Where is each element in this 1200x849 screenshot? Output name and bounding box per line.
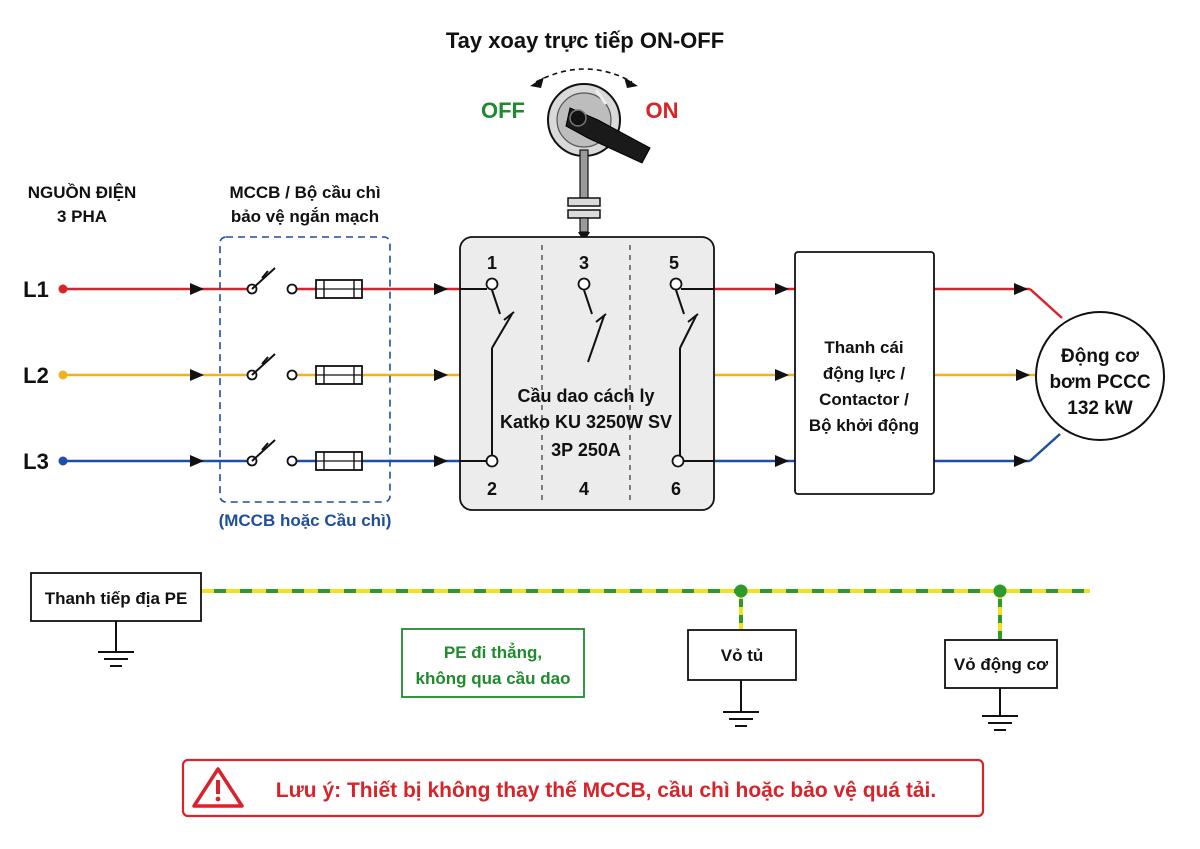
pe-conductor: [200, 584, 1090, 640]
fuse-icons: [315, 279, 363, 471]
flow-arrows: [190, 283, 1030, 467]
pe-bar-label: Thanh tiếp địa PE: [45, 589, 188, 608]
phase-label-l2: L2: [23, 363, 49, 388]
handle-title: Tay xoay trực tiếp ON-OFF: [446, 28, 724, 53]
motor-circle: [1035, 311, 1165, 441]
busbar-label-line2: động lực /: [823, 364, 905, 383]
isolator-label-line3: 3P 250A: [551, 440, 621, 460]
isolator-terminal-1: 1: [487, 253, 497, 273]
isolator-terminal-3: 3: [579, 253, 589, 273]
pe-note-line2: không qua cầu dao: [416, 669, 571, 688]
isolator-box: [459, 236, 715, 511]
off-label: OFF: [481, 98, 525, 123]
on-label: ON: [646, 98, 679, 123]
isolator-label-line2: Katko KU 3250W SV: [500, 412, 672, 432]
phase-label-l3: L3: [23, 449, 49, 474]
warning-triangle-icon: [192, 767, 244, 808]
isolator-terminal-4: 4: [579, 479, 589, 499]
rotary-handle-icon[interactable]: [547, 83, 651, 164]
ground-symbol-icon: [98, 621, 134, 667]
busbar-box: [794, 251, 935, 495]
cabinet-frame-label: Vỏ tủ: [721, 646, 764, 665]
rotation-arrow-icon: [535, 68, 633, 83]
isolator-terminal-6: 6: [671, 479, 681, 499]
source-title-line2: 3 PHA: [57, 207, 107, 226]
motor-label-line3: 132 kW: [1067, 398, 1133, 419]
warning-text: Lưu ý: Thiết bị không thay thế MCCB, cầu…: [276, 779, 936, 802]
mccb-switches: [246, 267, 298, 467]
ground-symbol-icon: [982, 688, 1018, 731]
shaft-coupling: [567, 197, 601, 242]
isolator-terminal-2: 2: [487, 479, 497, 499]
source-terminals: [58, 284, 68, 466]
motor-label-line1: Động cơ: [1061, 346, 1139, 367]
protection-title-line2: bảo vệ ngắn mạch: [231, 207, 379, 226]
pe-note-box: [401, 628, 585, 698]
handle-shaft: [579, 149, 589, 199]
isolator-contacts: [460, 277, 714, 468]
protection-caption: (MCCB hoặc Cầu chì): [219, 511, 392, 530]
isolator-terminal-5: 5: [669, 253, 679, 273]
ground-symbol-icon: [723, 680, 759, 727]
protection-title-line1: MCCB / Bộ cầu chì: [229, 183, 380, 202]
motor-frame-label: Vỏ động cơ: [954, 655, 1049, 674]
rotation-arrowhead-left-icon: [530, 77, 544, 88]
pe-note-line1: PE đi thẳng,: [444, 643, 542, 662]
rotation-arrowhead-right-icon: [624, 77, 638, 88]
motor-frame-box: [944, 639, 1058, 689]
busbar-label-line3: Contactor /: [819, 390, 909, 409]
isolator-label-line1: Cầu dao cách ly: [517, 386, 654, 406]
warning-banner: [181, 758, 985, 818]
motor-label-line2: bơm PCCC: [1049, 372, 1150, 393]
protection-dashed-box: [219, 236, 391, 503]
source-title-line1: NGUỒN ĐIỆN: [28, 183, 137, 202]
cabinet-frame-box: [687, 629, 797, 681]
busbar-label-line1: Thanh cái: [824, 338, 903, 357]
phase-label-l1: L1: [23, 277, 49, 302]
busbar-label-line4: Bộ khởi động: [809, 416, 919, 435]
pe-bar-box: [30, 572, 202, 622]
